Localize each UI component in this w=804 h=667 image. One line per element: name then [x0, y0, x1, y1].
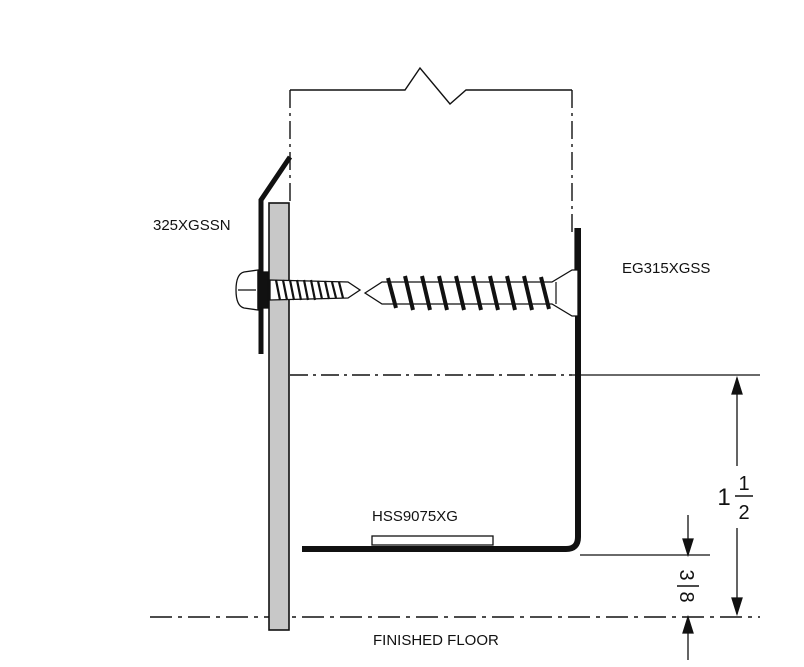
sweep-profile-right: [302, 228, 581, 552]
bottom-insert: [371, 535, 494, 546]
dimension-small-numerator: 3: [675, 569, 697, 580]
label-HSS9075XG: HSS9075XG: [372, 508, 458, 525]
label-finished-floor: FINISHED FLOOR: [373, 632, 499, 649]
dimension-small-fraction: 3 8: [674, 562, 702, 610]
dimension-large-denominator: 2: [738, 502, 749, 524]
dimension-large-numerator: 1: [738, 473, 749, 495]
pan-head-screw-icon: [235, 269, 362, 311]
label-325XGSSN: 325XGSSN: [153, 217, 231, 234]
pan-head-screw-threads: [274, 279, 345, 301]
flat-head-screw-threads: [386, 275, 551, 311]
door-outline: [289, 66, 573, 376]
door-outline-top: [290, 66, 572, 105]
dimension-large-text-bg: [722, 466, 754, 528]
dimension-small: [682, 515, 694, 660]
jamb-panel: [268, 202, 290, 631]
label-EG315XGSS: EG315XGSS: [622, 260, 710, 277]
dimension-large-whole: 1: [717, 484, 730, 511]
dimension-small-denominator: 8: [675, 591, 697, 602]
flat-head-screw-icon: [363, 269, 579, 317]
